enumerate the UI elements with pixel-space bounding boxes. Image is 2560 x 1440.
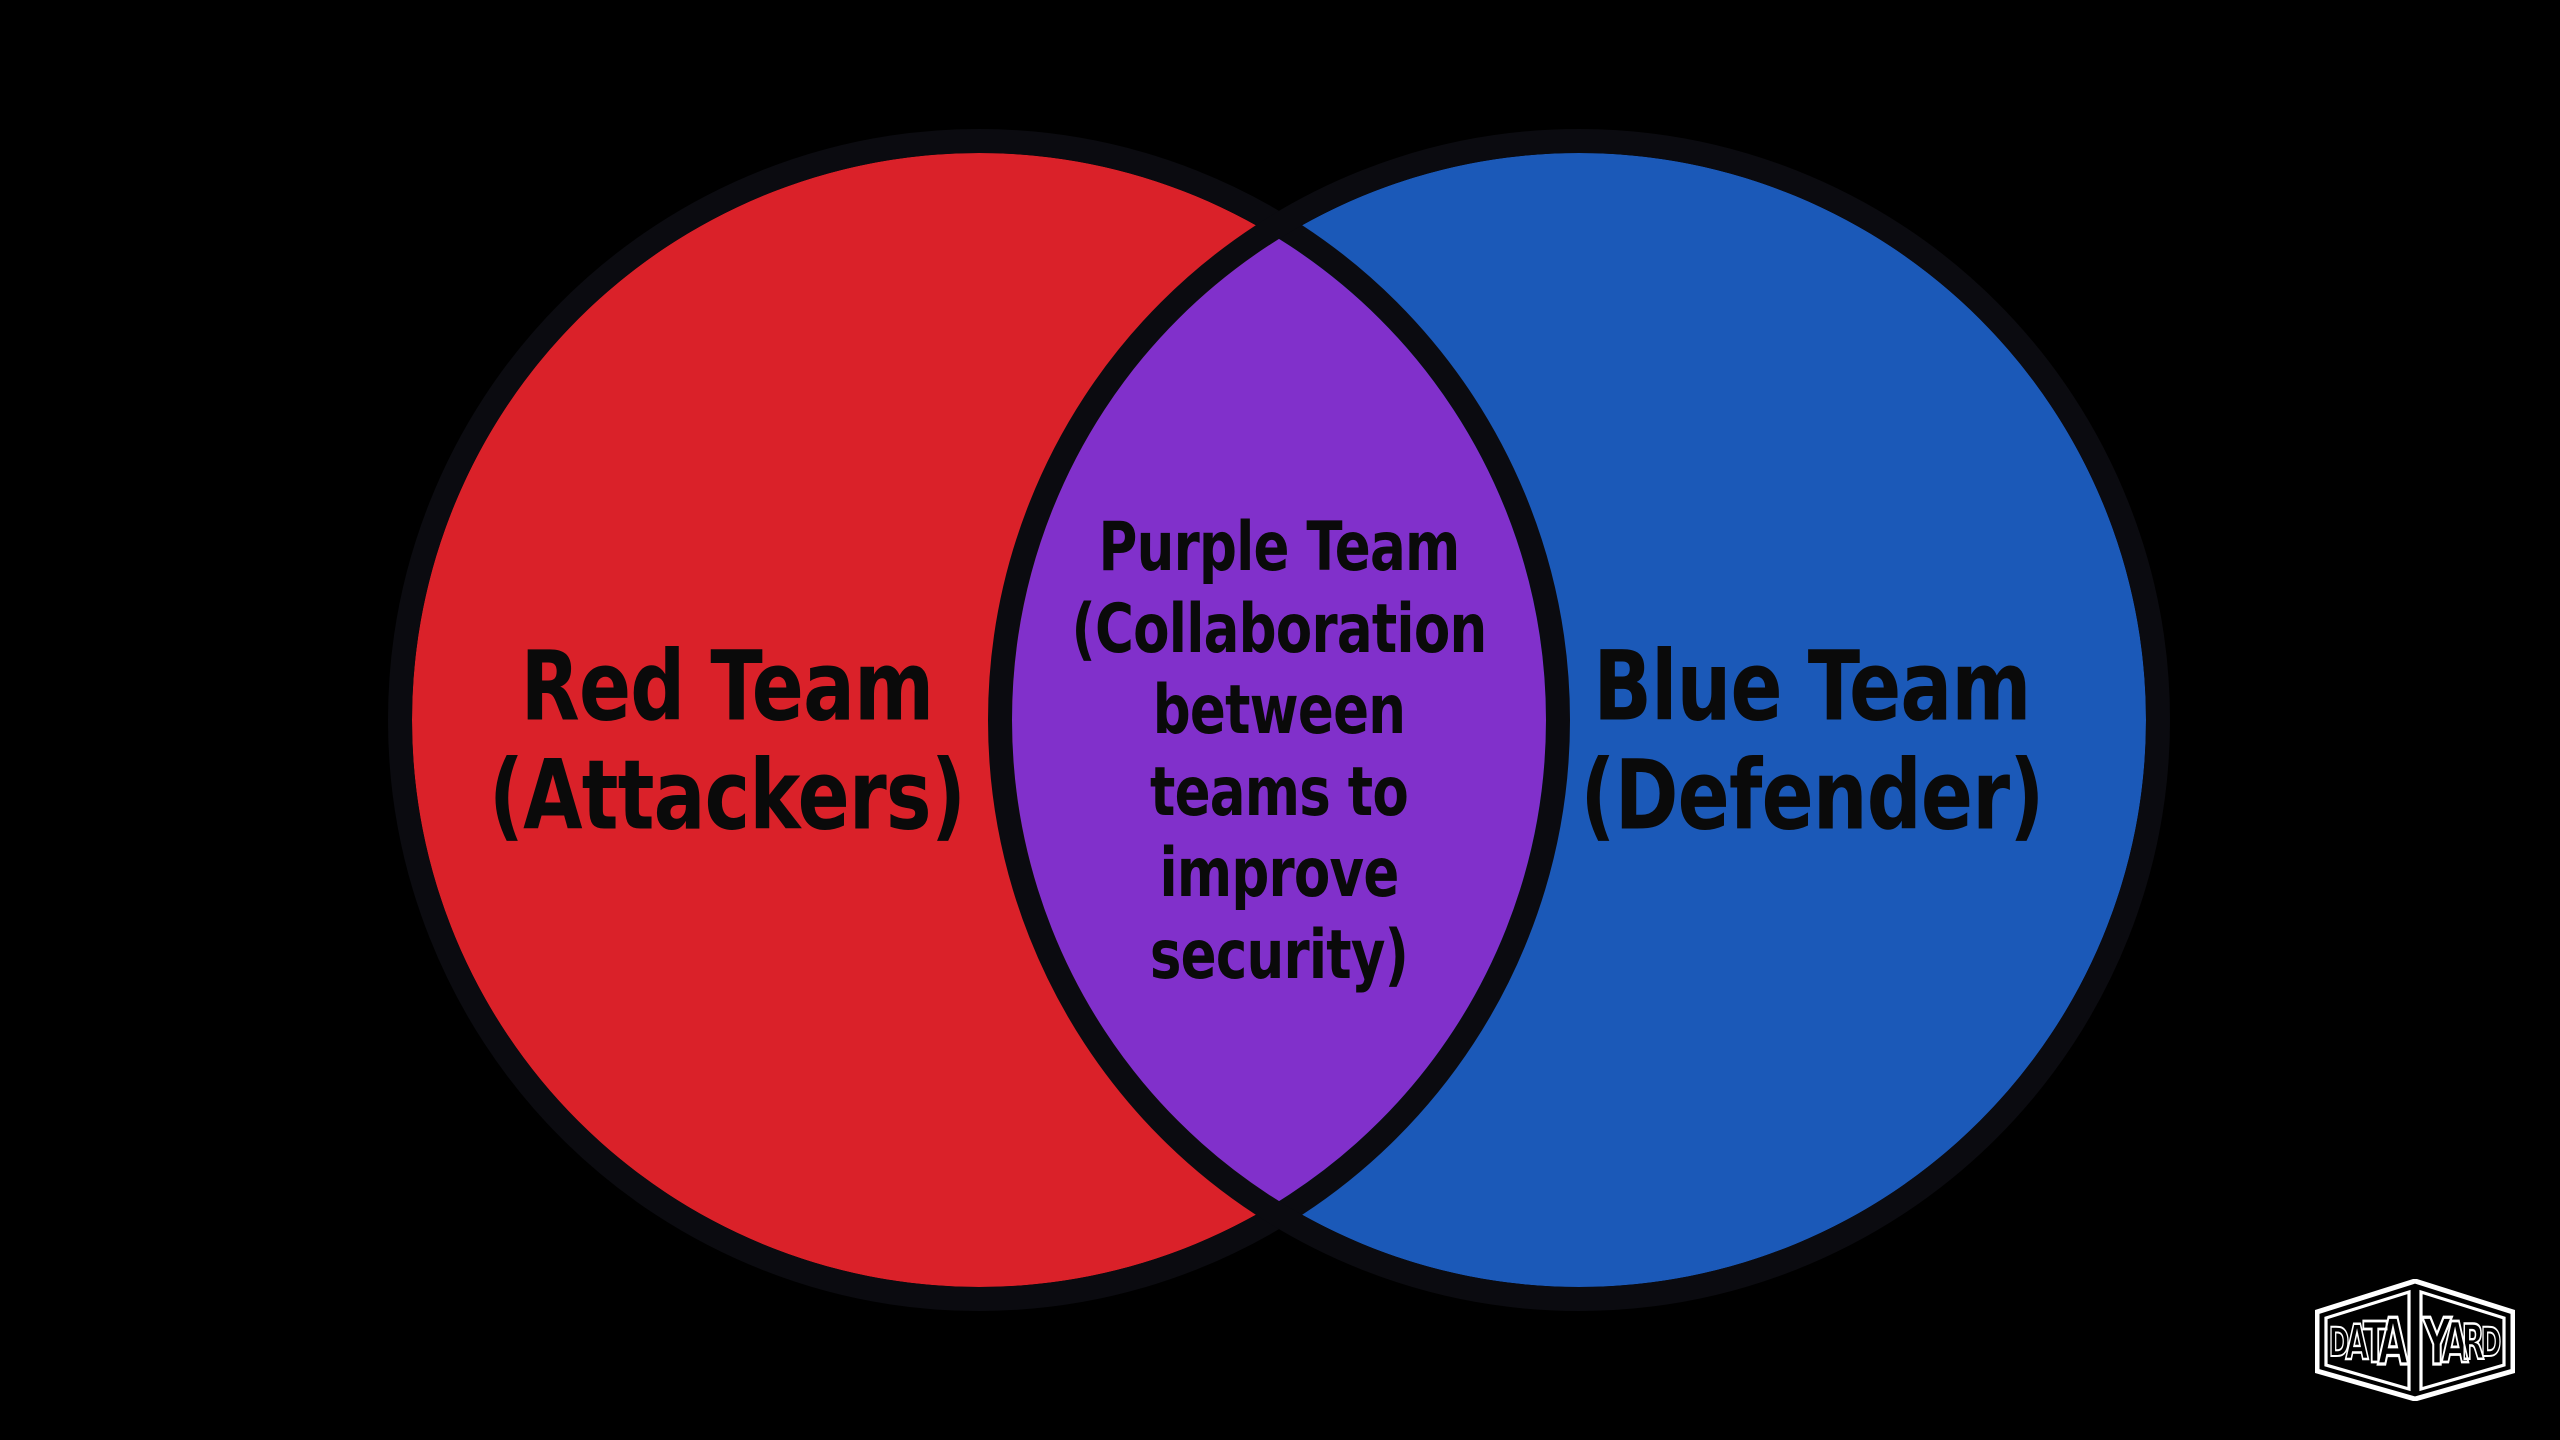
svg-text:R: R xyxy=(2462,1316,2485,1371)
svg-text:D: D xyxy=(2481,1319,2502,1366)
red-circle-outline xyxy=(388,129,1570,1311)
logo-outer-outline xyxy=(2314,1278,2516,1402)
blue-team-label: Blue Team (Defender) xyxy=(1580,630,2044,852)
svg-text:T: T xyxy=(2363,1310,2387,1375)
svg-text:A: A xyxy=(2378,1305,2409,1380)
logo-left-face-outline xyxy=(2324,1289,2411,1392)
purple-intersection xyxy=(1012,153,1546,1287)
svg-text:A: A xyxy=(2442,1310,2469,1375)
svg-text:Y: Y xyxy=(2422,1305,2453,1380)
purple-team-label: Purple Team (Collaboration between teams… xyxy=(1071,508,1488,996)
svg-text:D: D xyxy=(2329,1319,2350,1366)
logo-right-face-outline xyxy=(2419,1289,2506,1392)
svg-text:A: A xyxy=(2345,1316,2368,1371)
red-team-label: Red Team (Attackers) xyxy=(488,630,966,852)
blue-circle-outline xyxy=(988,129,2170,1311)
